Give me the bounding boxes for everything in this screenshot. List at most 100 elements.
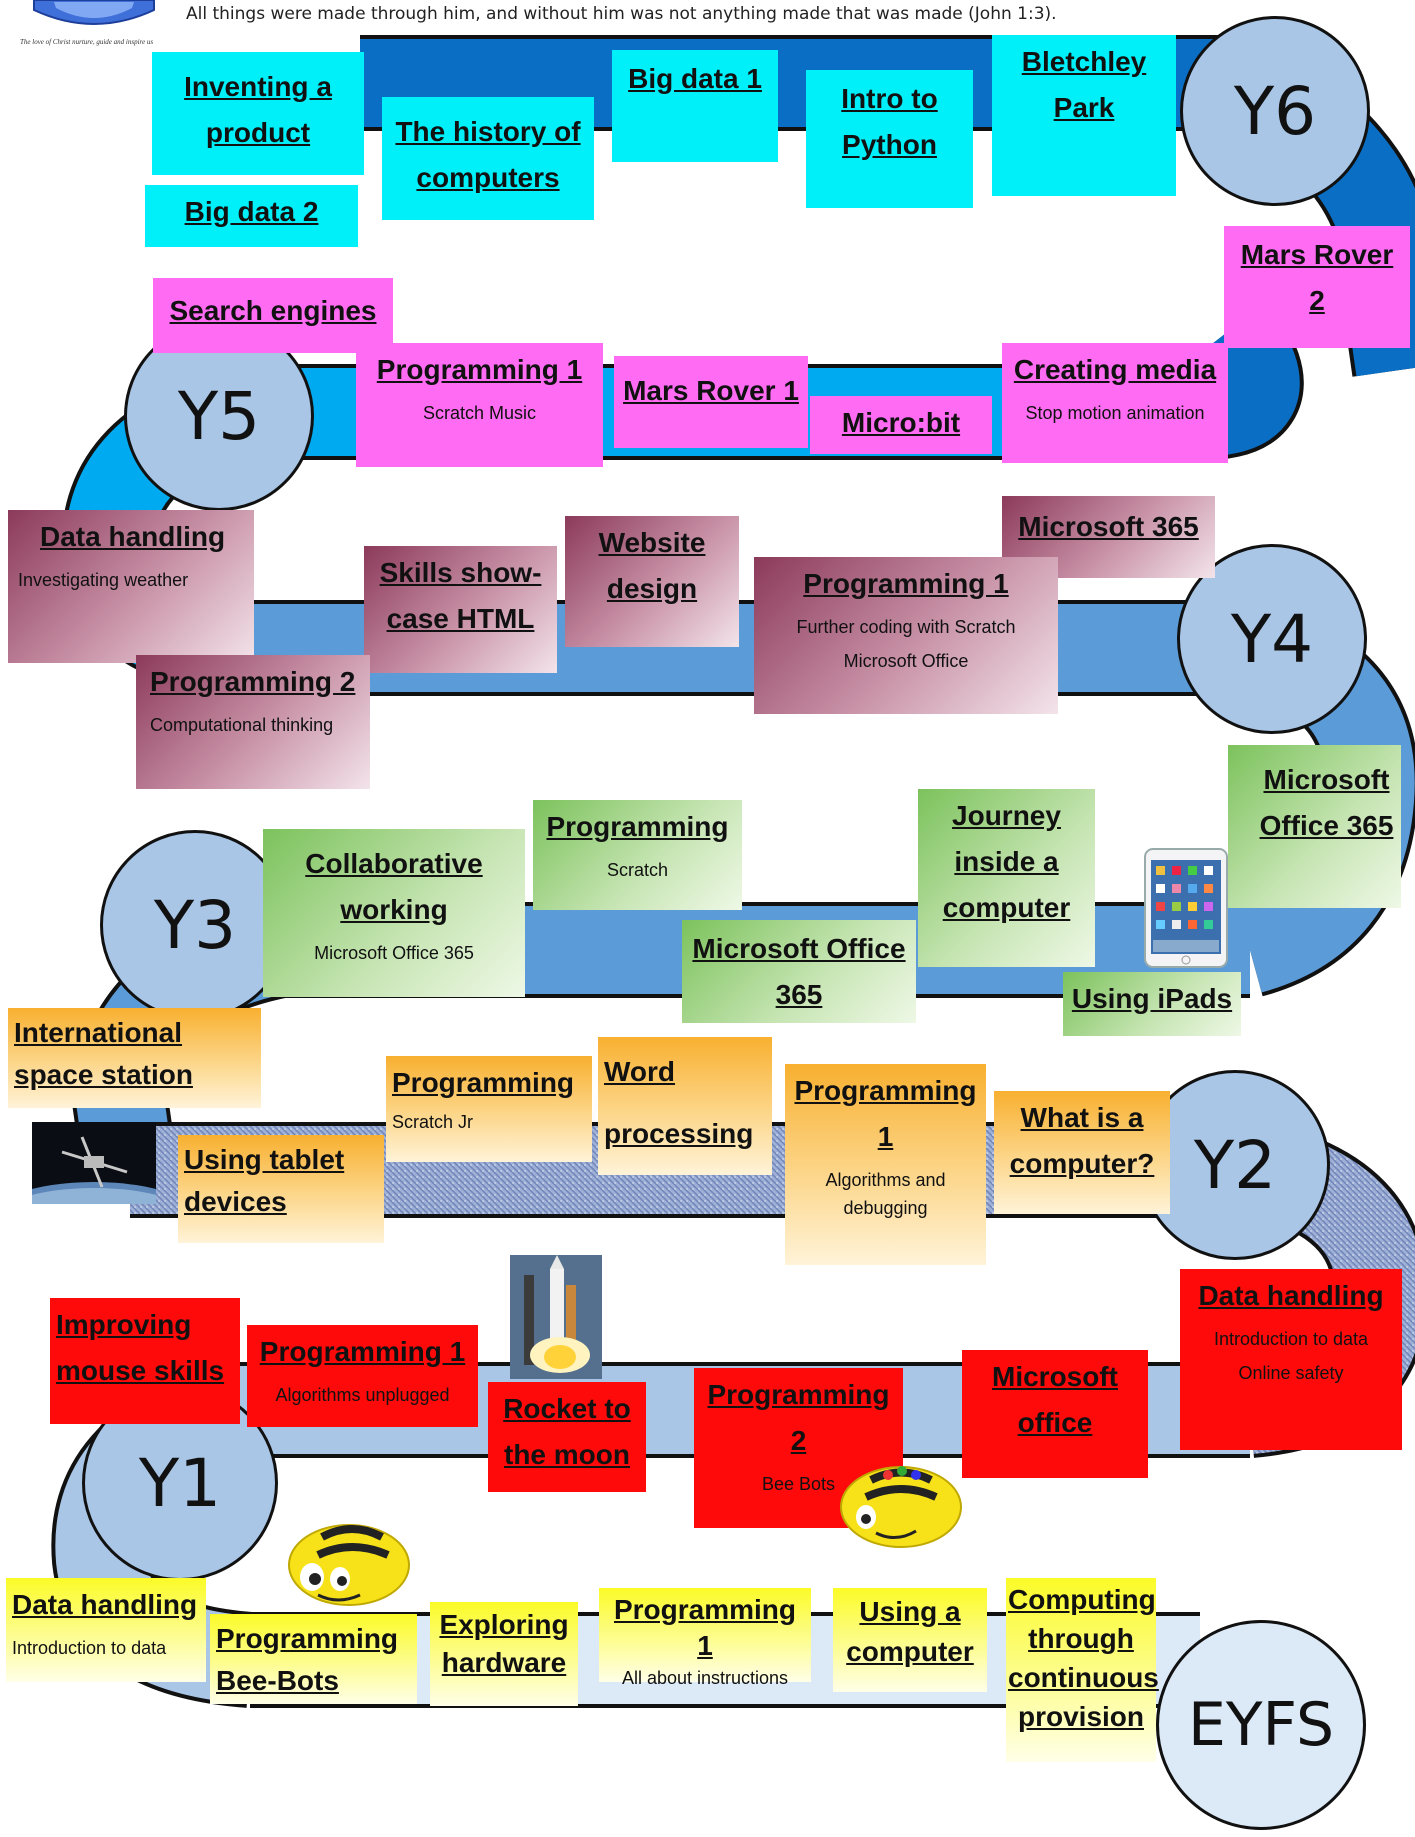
y6-inventing-product: Inventing a product [152, 52, 364, 175]
y1-data-handling: Data handling Introduction to data Onlin… [1180, 1269, 1402, 1450]
y3-microsoft-office-365: Microsoft Office 365 [682, 920, 916, 1023]
y3-collab-title: Collaborative working [305, 848, 483, 925]
school-shield-icon [14, 0, 174, 50]
y1-rocket-title: Rocket to the moon [503, 1393, 631, 1470]
y1-data-sub2: Online safety [1238, 1363, 1344, 1383]
y4-data-handling: Data handling Investigating weather [8, 510, 254, 663]
y5-mars-rover-2: Mars Rover 2 [1224, 226, 1410, 348]
year-eyfs-circle: EYFS [1156, 1620, 1366, 1830]
y5-microbit: Micro:bit [810, 396, 992, 454]
eyfs-data-sub: Introduction to data [12, 1638, 167, 1658]
y5-mars1-title: Mars Rover 1 [623, 375, 799, 406]
y3-collaborative-working: Collaborative working Microsoft Office 3… [263, 829, 525, 997]
y1-prog1-title: Programming 1 [259, 1336, 466, 1367]
eyfs-programming-bee-bots: Programming Bee-Bots [210, 1614, 417, 1704]
bee-bot-icon [282, 1503, 416, 1609]
y3-using-ipads: Using iPads [1063, 972, 1241, 1036]
year-y6-circle: Y6 [1180, 16, 1370, 206]
eyfs-continuous-title: Computing through continuous provision [1008, 1584, 1159, 1732]
y6-bigdata1-title: Big data 1 [628, 63, 762, 94]
bible-verse: All things were made through him, and wi… [186, 4, 1057, 24]
eyfs-prog1-sub: All about instructions [621, 1668, 789, 1688]
y3-programming: Programming Scratch [533, 800, 742, 910]
y5-media-title: Creating media [1013, 354, 1217, 385]
y4-prog1-title: Programming 1 [803, 568, 1009, 599]
y2-what-is-a-computer: What is a computer? [994, 1091, 1170, 1214]
y2-prog1-title: Programming 1 [794, 1075, 977, 1152]
y2-prog-sub: Scratch Jr [392, 1112, 474, 1132]
rocket-icon [510, 1255, 602, 1379]
y4-prog1-sub2: Microsoft Office [843, 651, 969, 671]
y5-media-sub: Stop motion animation [1025, 403, 1205, 423]
y6-big-data-1: Big data 1 [612, 50, 778, 162]
y2-prog1-sub: Algorithms and debugging [825, 1170, 946, 1218]
school-motto: The love of Christ nurture, guide and in… [20, 38, 154, 46]
y5-mars-rover-1: Mars Rover 1 [614, 356, 808, 448]
y4-ms365-title: Microsoft 365 [1018, 511, 1199, 542]
year-y3-circle: Y3 [100, 830, 290, 1020]
y3-prog-title: Programming [546, 811, 729, 842]
y2-prog-title: Programming [392, 1067, 575, 1098]
y1-microsoft-office: Microsoft office [962, 1350, 1148, 1478]
y6-history-of-computers: The history of computers [382, 97, 594, 220]
y4-data-title: Data handling [40, 521, 226, 552]
y6-big-data-2: Big data 2 [145, 185, 358, 247]
y3-journey-title: Journey inside a computer [942, 800, 1071, 923]
y3-journey-inside-computer: Journey inside a computer [918, 789, 1095, 967]
space-station-icon [0, 1122, 204, 1262]
y2-word-title: Word processing [604, 1056, 754, 1149]
y5-microbit-title: Micro:bit [841, 407, 961, 438]
y4-prog2-sub: Computational thinking [150, 715, 334, 735]
eyfs-exploring-hardware: Exploring hardware [430, 1602, 578, 1706]
y4-programming-1: Programming 1 Further coding with Scratc… [754, 557, 1058, 714]
y2-iss-title: International space station [14, 1017, 193, 1090]
y2-programming: Programming Scratch Jr [386, 1056, 592, 1162]
eyfs-hardware-title: Exploring hardware [439, 1609, 569, 1678]
y3-collab-sub: Microsoft Office 365 [314, 943, 474, 963]
y2-tablet-title: Using tablet devices [184, 1144, 345, 1217]
y6-bletchley-park: Bletchley Park [992, 35, 1176, 196]
y1-mouse-title: Improving mouse skills [56, 1309, 225, 1386]
y1-prog2-sub: Bee Bots [761, 1474, 836, 1494]
y4-prog1-sub1: Further coding with Scratch [796, 617, 1016, 637]
y6-bletchley-title: Bletchley Park [1021, 46, 1147, 123]
y1-data-title: Data handling [1198, 1280, 1384, 1311]
y3-office2-title: Microsoft Office 365 [1259, 764, 1394, 841]
y4-programming-2: Programming 2 Computational thinking [136, 655, 370, 789]
y2-international-space-station: International space station [8, 1008, 261, 1108]
y2-what-title: What is a computer? [1009, 1102, 1155, 1179]
bee-bot-icon [836, 1445, 966, 1549]
year-y4-circle: Y4 [1177, 544, 1367, 734]
eyfs-continuous-provision: Computing through continuous provision [1006, 1578, 1159, 1762]
y1-programming-1: Programming 1 Algorithms unplugged [247, 1325, 478, 1427]
eyfs-beebots-title: Programming Bee-Bots [216, 1623, 399, 1696]
y4-skills-showcase-html: Skills show-case HTML [364, 546, 557, 673]
y3-office-title: Microsoft Office 365 [692, 933, 906, 1010]
y1-rocket-to-the-moon: Rocket to the moon [488, 1382, 646, 1492]
y5-mars2-title: Mars Rover 2 [1240, 239, 1394, 316]
y6-inventing-title: Inventing a product [184, 71, 332, 148]
eyfs-using-title: Using a computer [846, 1596, 974, 1667]
y5-prog1-title: Programming 1 [376, 354, 583, 385]
y5-search-title: Search engines [169, 295, 377, 326]
y4-prog2-title: Programming 2 [150, 666, 356, 697]
y5-creating-media: Creating media Stop motion animation [1002, 343, 1228, 463]
y3-prog-sub: Scratch [606, 860, 669, 880]
y4-data-sub: Investigating weather [18, 570, 189, 590]
y1-improving-mouse-skills: Improving mouse skills [50, 1298, 240, 1424]
eyfs-programming-1: Programming 1 All about instructions [599, 1588, 811, 1688]
eyfs-data-handling: Data handling Introduction to data [6, 1578, 206, 1682]
y1-data-sub1: Introduction to data [1213, 1329, 1369, 1349]
y3-microsoft-office-365-2: Microsoft Office 365 [1228, 745, 1401, 908]
y2-using-tablet-devices: Using tablet devices [178, 1135, 384, 1243]
eyfs-prog1-title: Programming 1 [613, 1594, 797, 1661]
y5-prog1-sub: Scratch Music [422, 403, 537, 423]
y4-website-title: Website design [598, 527, 706, 604]
y3-ipads-title: Using iPads [1071, 983, 1233, 1014]
year-y2-circle: Y2 [1140, 1070, 1330, 1260]
y5-search-engines: Search engines [153, 278, 393, 353]
y1-prog1-sub: Algorithms unplugged [275, 1385, 450, 1405]
y6-history-title: The history of computers [395, 116, 581, 193]
eyfs-data-title: Data handling [12, 1589, 198, 1620]
ipad-icon [1144, 848, 1228, 968]
